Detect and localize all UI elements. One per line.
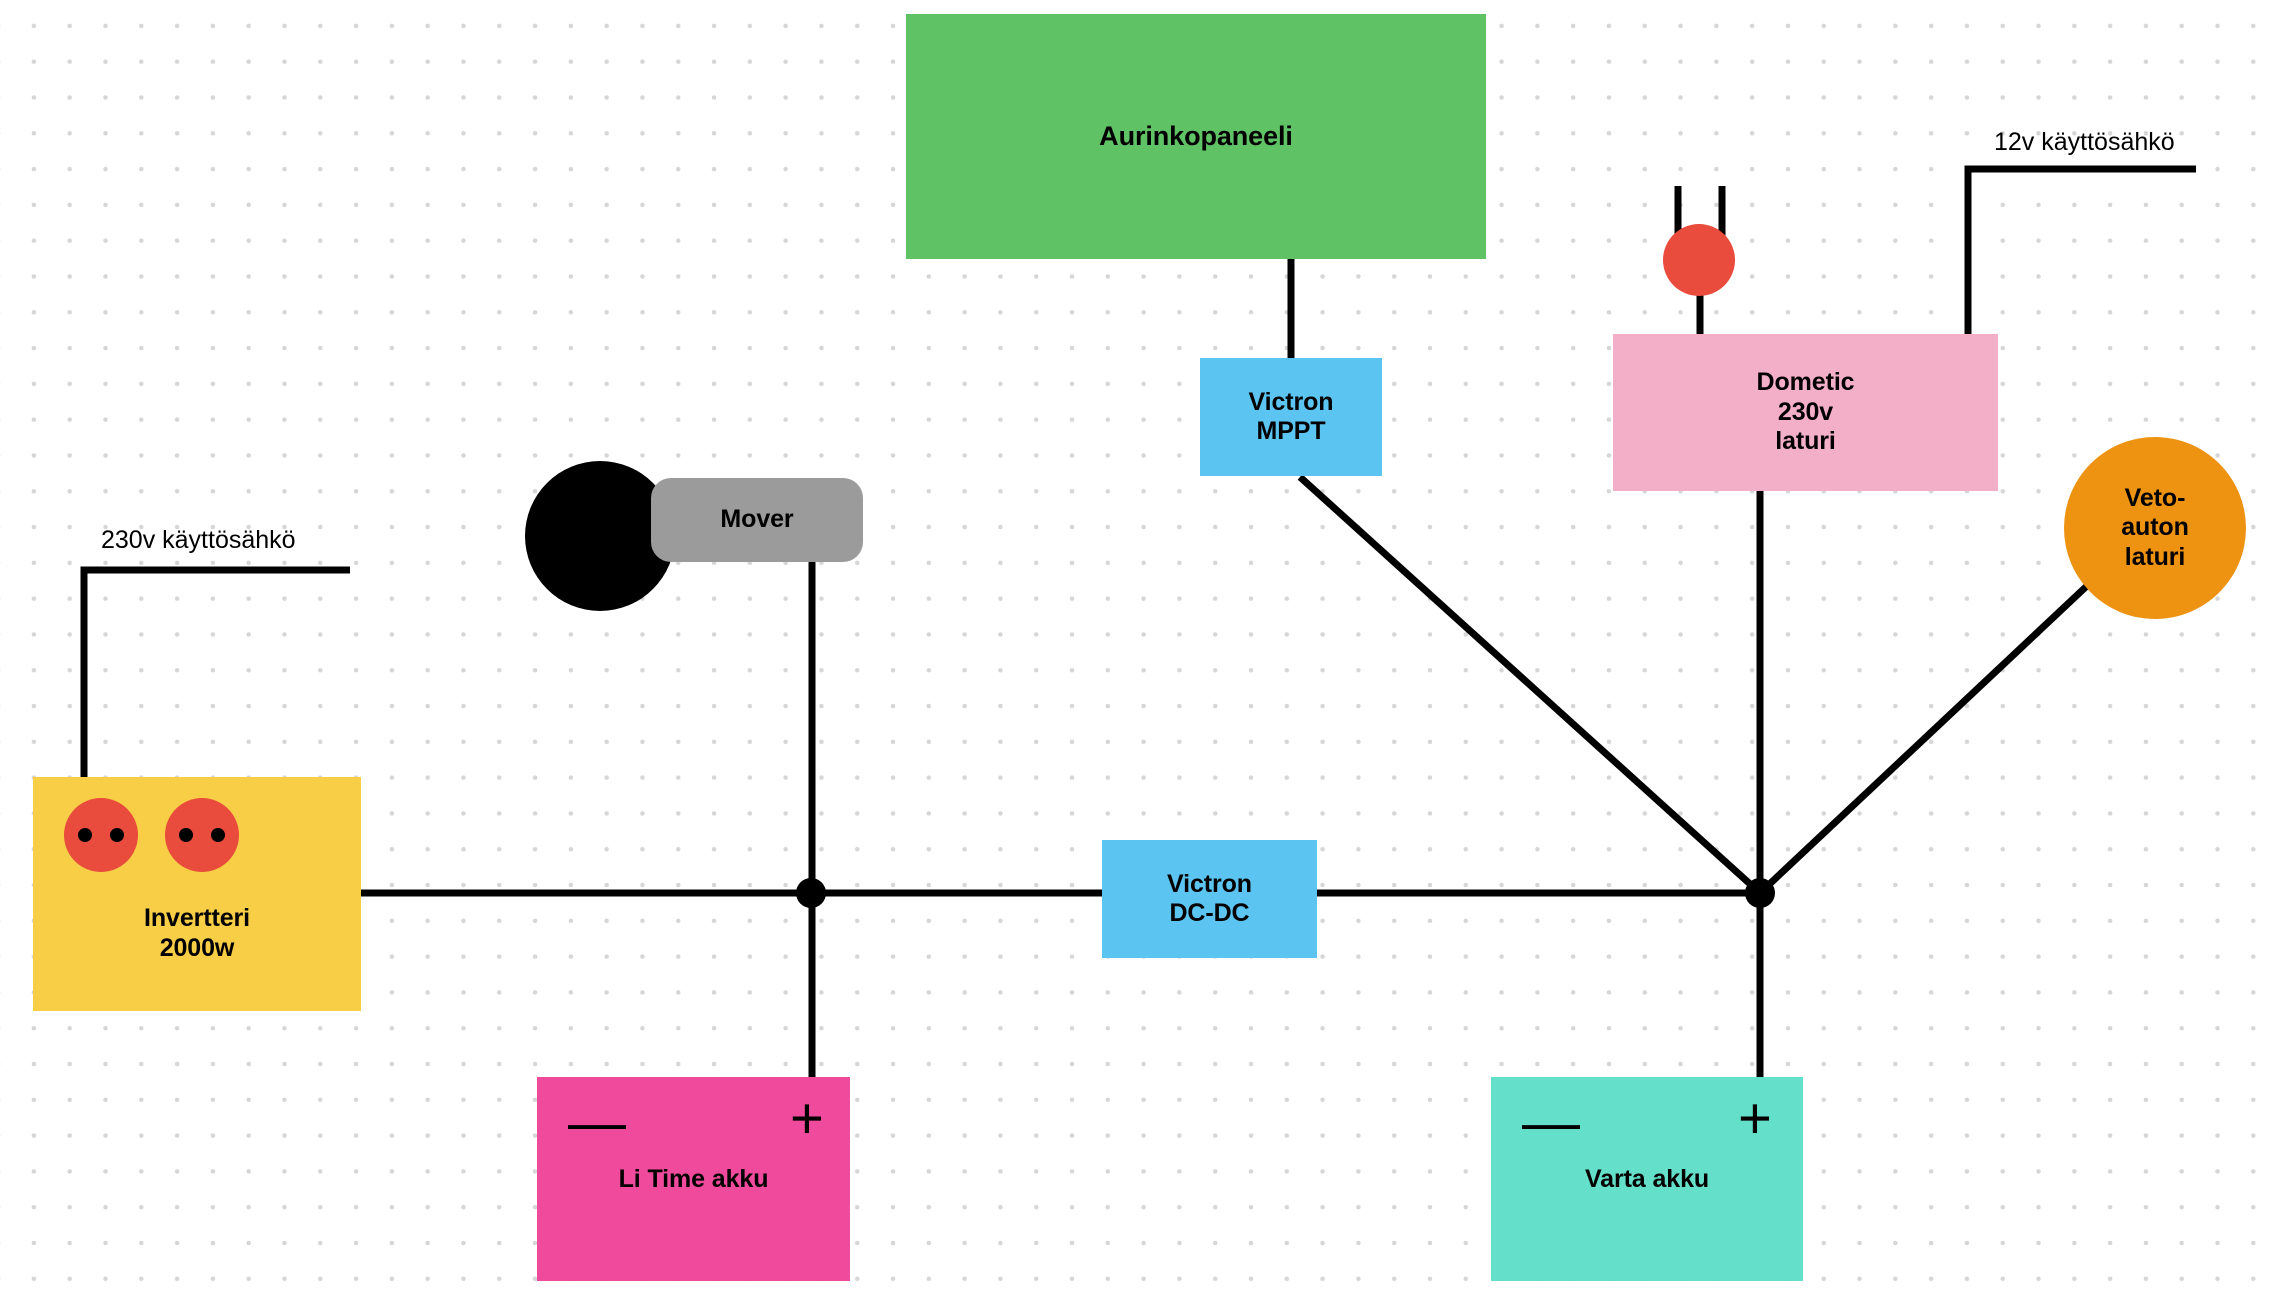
node-dometic-charger[interactable]: Dometic 230v laturi — [1613, 334, 1998, 491]
li-time-battery-negative-terminal: — — [568, 1090, 626, 1155]
wire-junction-right — [1745, 878, 1775, 908]
node-victron-mppt-label: Victron MPPT — [1248, 387, 1334, 446]
mains-plug-icon — [1663, 224, 1735, 296]
node-mover-label: Mover — [720, 505, 794, 534]
node-tow-car-charger[interactable]: Veto- auton laturi — [2064, 437, 2246, 619]
node-solar-panel-label: Aurinkopaneeli — [1099, 120, 1293, 151]
node-victron-mppt[interactable]: Victron MPPT — [1200, 358, 1382, 476]
label-230v-supply: 230v käyttösähkö — [101, 526, 296, 554]
wire-mppt-to-junction — [1297, 474, 1763, 896]
socket-hole — [211, 828, 225, 842]
wire-230v-supply — [80, 566, 350, 777]
wire-12v-supply — [1964, 165, 2196, 334]
node-dometic-charger-label: Dometic 230v laturi — [1756, 368, 1855, 456]
node-li-time-battery-label: Li Time akku — [618, 1165, 769, 1193]
wheel-icon — [525, 461, 675, 611]
wire-towcharger-to-junction — [1757, 580, 2093, 896]
socket-hole — [110, 828, 124, 842]
node-tow-car-charger-label: Veto- auton laturi — [2121, 483, 2189, 571]
socket-hole — [78, 828, 92, 842]
node-li-time-battery[interactable]: Li Time akku — [537, 1077, 850, 1281]
node-varta-battery[interactable]: Varta akku — [1491, 1077, 1803, 1281]
node-solar-panel[interactable]: Aurinkopaneeli — [906, 14, 1486, 259]
label-12v-supply: 12v käyttösähkö — [1994, 128, 2175, 156]
node-mover[interactable]: Mover — [651, 478, 863, 562]
node-inverter-label: Invertteri 2000w — [144, 904, 250, 962]
node-varta-battery-label: Varta akku — [1584, 1165, 1710, 1193]
node-victron-dcdc-label: Victron DC-DC — [1167, 869, 1252, 928]
li-time-battery-positive-terminal: + — [790, 1086, 824, 1151]
wire-junction-left — [796, 878, 826, 908]
power-socket-icon — [165, 798, 239, 872]
varta-battery-positive-terminal: + — [1738, 1086, 1772, 1151]
node-victron-dcdc[interactable]: Victron DC-DC — [1102, 840, 1317, 958]
socket-hole — [179, 828, 193, 842]
varta-battery-negative-terminal: — — [1522, 1090, 1580, 1155]
power-socket-icon — [64, 798, 138, 872]
